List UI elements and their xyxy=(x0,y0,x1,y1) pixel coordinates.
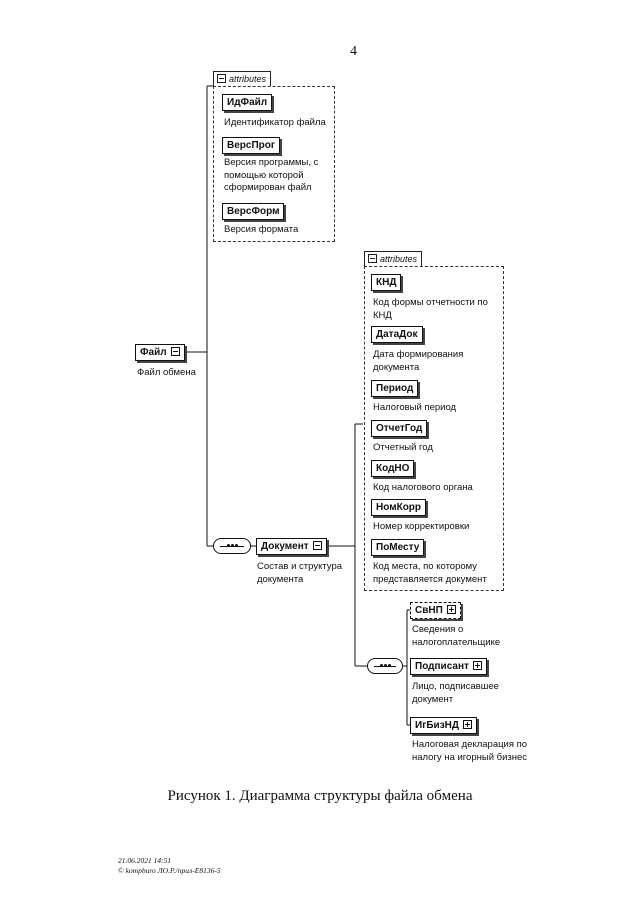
root-node-file[interactable]: Файл xyxy=(135,344,185,361)
root-node-label: Файл xyxy=(140,347,167,358)
attr-vers-prog[interactable]: ВерсПрог xyxy=(222,137,281,154)
element-dokument-desc: Состав и структура документа xyxy=(257,561,343,585)
file-attributes-box xyxy=(213,86,335,242)
expand-icon[interactable] xyxy=(472,661,482,670)
expand-icon[interactable] xyxy=(463,720,473,729)
attr-period-desc: Налоговый период xyxy=(373,402,457,413)
element-dokument-label: Документ xyxy=(261,541,309,552)
element-ig-biz-nd[interactable]: ИгБизНД xyxy=(410,717,478,734)
footer-timestamp: 21.06.2021 14:51 xyxy=(118,856,172,865)
attr-id-fail[interactable]: ИдФайл xyxy=(222,94,273,111)
attr-data-dok-desc: Дата формирования документа xyxy=(373,349,464,373)
attr-kod-no-desc: Код налогового органа xyxy=(373,482,473,493)
file-attributes-tab[interactable]: attributes xyxy=(213,71,272,86)
element-sv-np-desc: Сведения о налогоплательщике xyxy=(412,624,501,648)
attr-nom-korr-desc: Номер корректировки xyxy=(373,521,470,532)
document-attributes-box xyxy=(364,266,504,591)
attr-data-dok[interactable]: ДатаДок xyxy=(371,326,423,343)
page-number: 4 xyxy=(350,44,357,59)
document-attributes-tab[interactable]: attributes xyxy=(364,251,423,266)
attr-vers-form[interactable]: ВерсФорм xyxy=(222,203,285,220)
root-node-desc: Файл обмена xyxy=(137,367,196,378)
element-podpisant-desc: Лицо, подписавшее документ xyxy=(412,681,499,705)
footer-source: © kompburo ЛО.Р./прил-Е8136-5 xyxy=(118,866,221,875)
attr-otchet-god-desc: Отчетный год xyxy=(373,442,433,453)
collapse-icon xyxy=(217,74,226,83)
attr-period[interactable]: Период xyxy=(371,380,419,397)
attr-vers-prog-desc: Версия программы, с помощью которой сфор… xyxy=(224,157,319,193)
collapse-icon[interactable] xyxy=(170,347,180,356)
attributes-label: attributes xyxy=(229,74,267,84)
footer: 21.06.2021 14:51 © kompburo ЛО.Р./прил-Е… xyxy=(118,856,221,876)
element-dokument[interactable]: Документ xyxy=(256,538,327,555)
attr-po-mestu[interactable]: ПоМесту xyxy=(371,539,425,556)
attr-po-mestu-desc: Код места, по которому представляется до… xyxy=(373,561,487,585)
attr-kod-no[interactable]: КодНО xyxy=(371,460,415,477)
attr-otchet-god[interactable]: ОтчетГод xyxy=(371,420,428,437)
attr-nom-korr[interactable]: НомКорр xyxy=(371,499,427,516)
element-ig-biz-nd-desc: Налоговая декларация по налогу на игорны… xyxy=(412,739,528,763)
element-ig-biz-nd-label: ИгБизНД xyxy=(415,720,460,731)
element-podpisant-label: Подписант xyxy=(415,661,469,672)
expand-icon[interactable] xyxy=(446,605,456,614)
attr-knd[interactable]: КНД xyxy=(371,274,402,291)
attributes-label: attributes xyxy=(380,254,418,264)
element-sv-np-label: СвНП xyxy=(415,605,443,616)
collapse-icon[interactable] xyxy=(312,541,322,550)
children-sequence-icon[interactable] xyxy=(367,658,403,674)
sequence-compositor-icon[interactable] xyxy=(213,538,251,554)
collapse-icon xyxy=(368,254,377,263)
attr-knd-desc: Код формы отчетности по КНД xyxy=(373,297,488,321)
attr-id-fail-desc: Идентификатор файла xyxy=(224,117,326,128)
attr-vers-form-desc: Версия формата xyxy=(224,224,299,235)
figure-caption: Рисунок 1. Диаграмма структуры файла обм… xyxy=(167,788,473,804)
element-podpisant[interactable]: Подписант xyxy=(410,658,487,675)
element-sv-np[interactable]: СвНП xyxy=(410,602,461,619)
